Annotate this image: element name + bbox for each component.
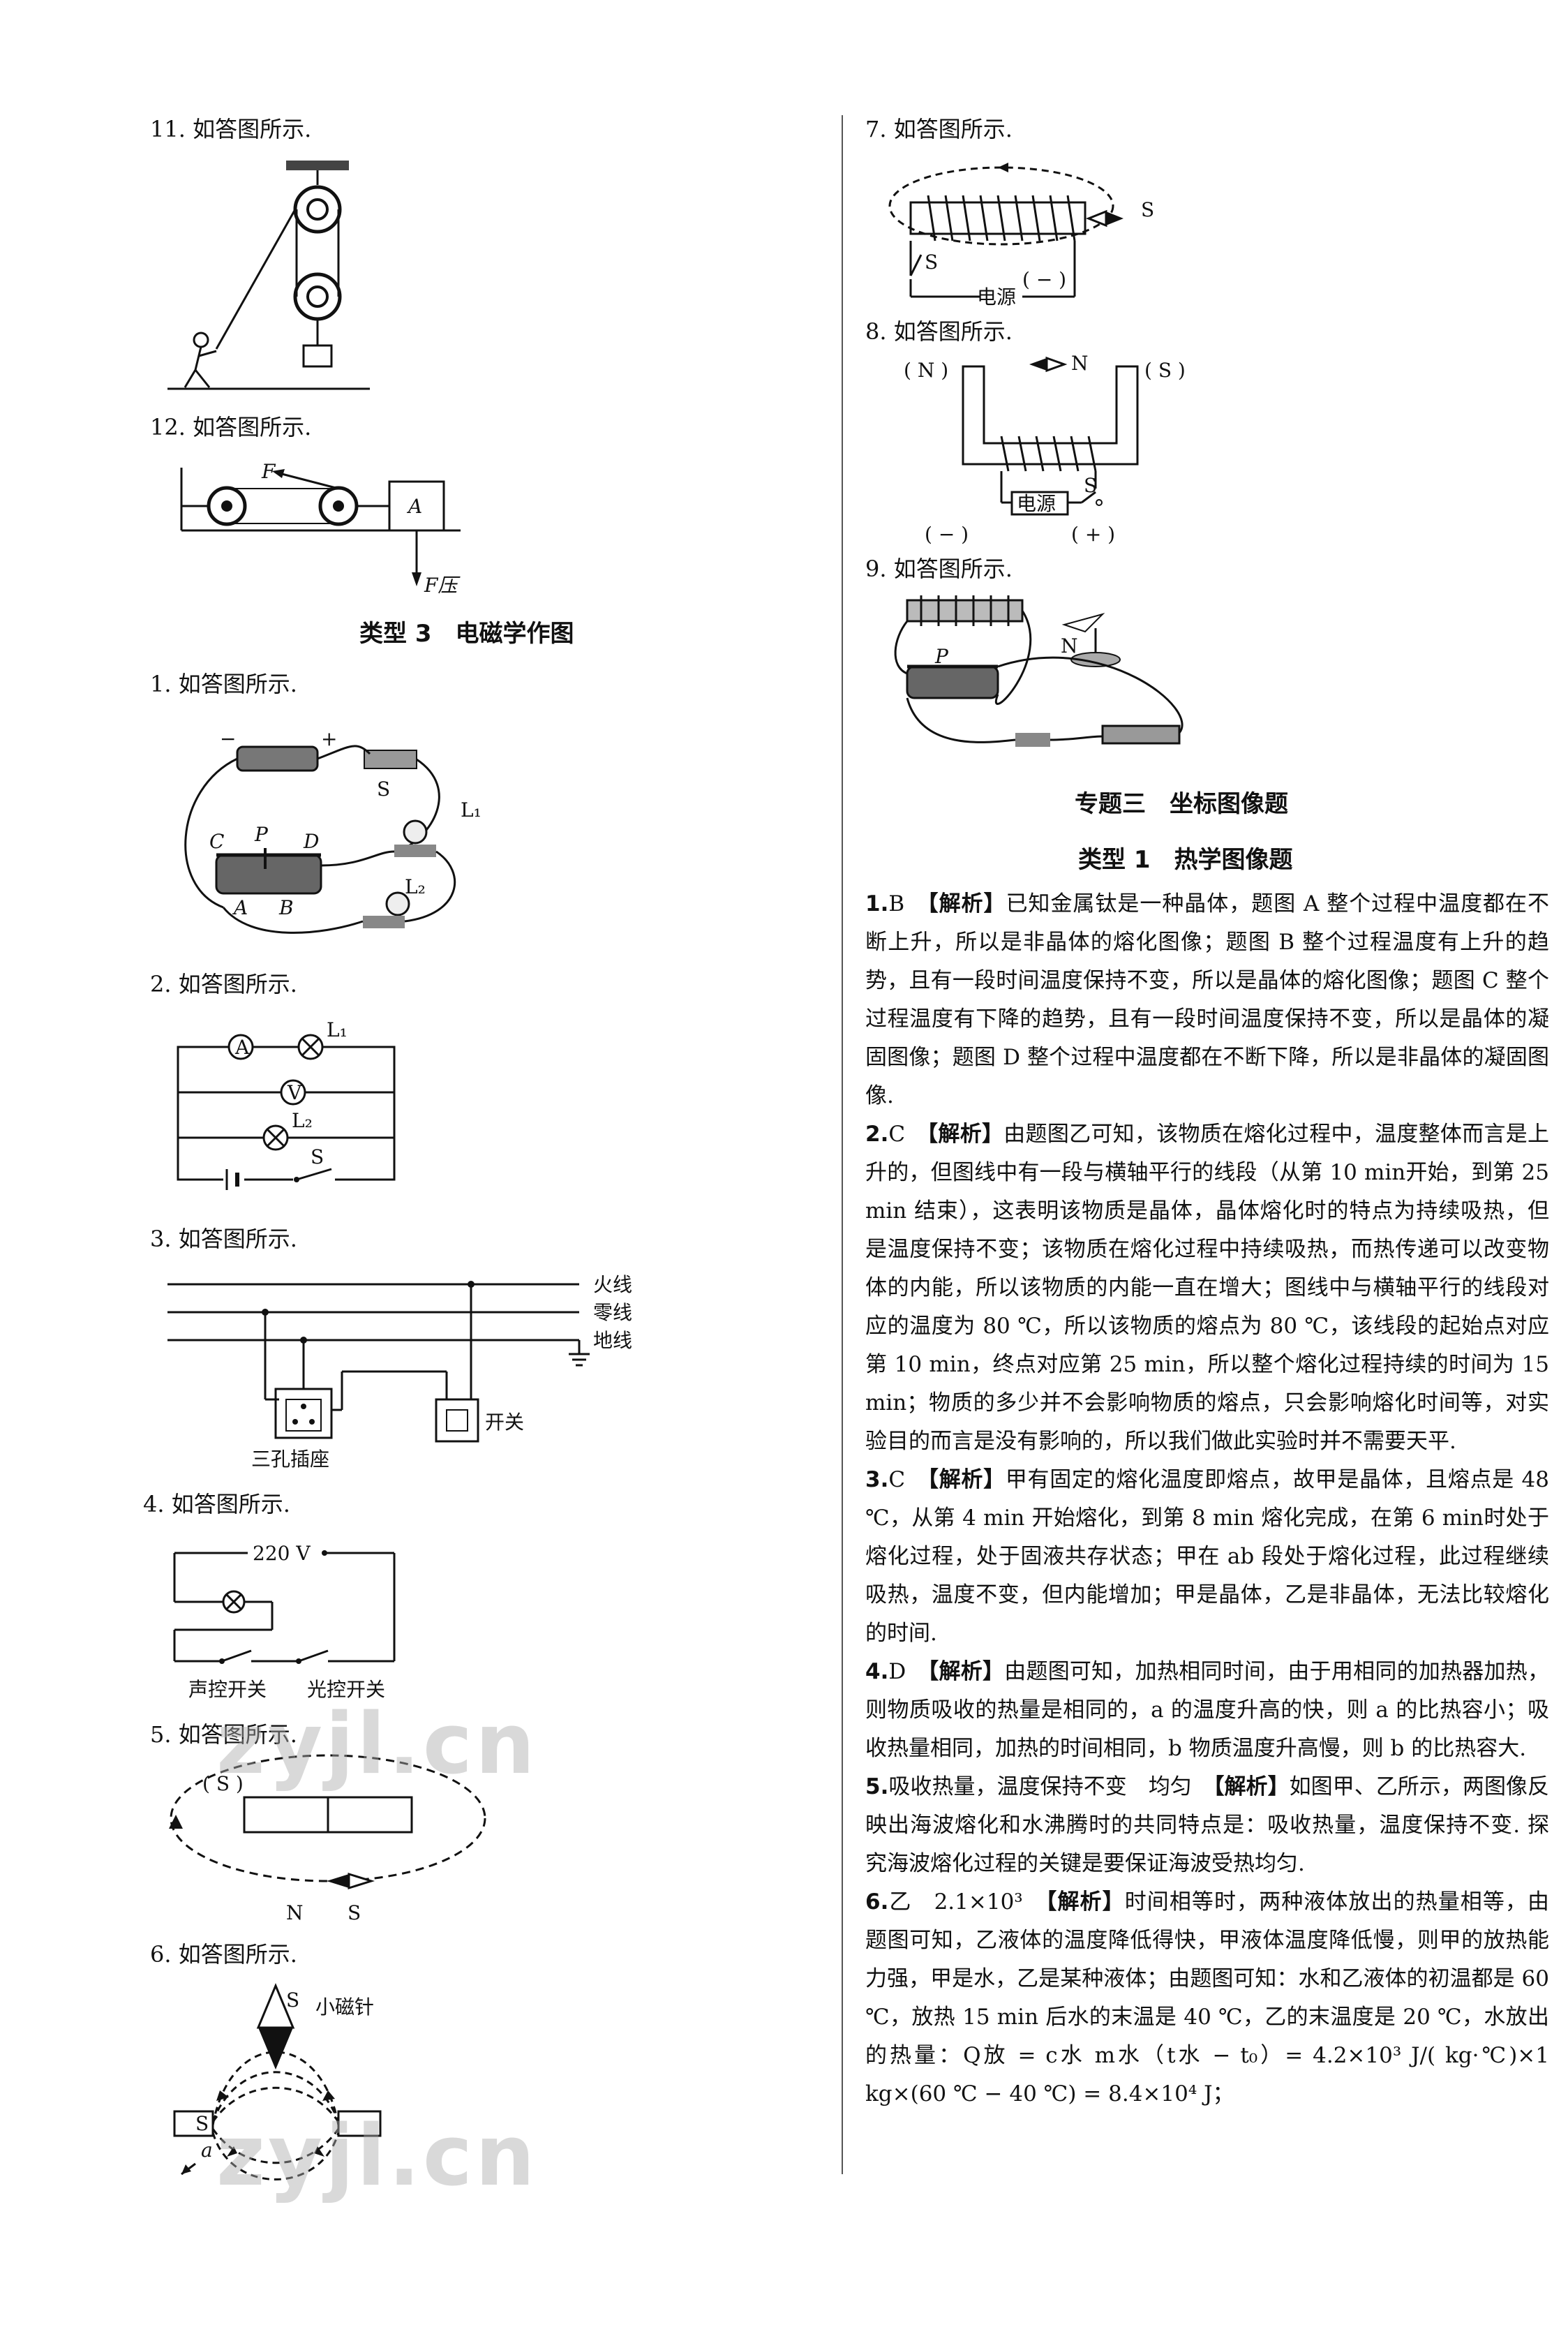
q6-s-left: S [195, 2112, 209, 2135]
q2-voltmeter: V [287, 1081, 302, 1104]
topic3-heading: 专题三 坐标图像题 [1075, 790, 1288, 818]
q3-socket-label: 三孔插座 [251, 1448, 329, 1471]
answers-list: 1.B 【解析】已知金属钛是一种晶体，题图 A 整个过程中温度都在不断上升，所以… [865, 885, 1549, 2113]
q4-light-switch: 光控开关 [307, 1678, 385, 1701]
column-divider [842, 115, 843, 2174]
q11-label: 11. 如答图所示. [150, 116, 312, 142]
q12-fpress-label: F压 [424, 574, 461, 597]
q1-label: 1. 如答图所示. [150, 671, 297, 697]
q3-label: 3. 如答图所示. [150, 1226, 297, 1252]
q1-minus: − [220, 727, 236, 750]
watermark-1: zyjl.cn [216, 1696, 538, 1793]
answer-2: 2.C 【解析】由题图乙可知，该物质在熔化过程中，温度整体而言是上升的，但图线中… [865, 1122, 1550, 1454]
q9-electromagnet-figure: N P [893, 590, 1200, 771]
watermark-2: zyjl.cn [216, 2108, 538, 2205]
q2-l1: L₁ [327, 1018, 348, 1041]
q3-switch-label: 开关 [485, 1411, 524, 1434]
q8-s-paren: ( S ) [1144, 359, 1186, 382]
q5-magnet-figure: ( S ) N S [167, 1754, 488, 1926]
q5-s: S [348, 1901, 361, 1924]
q1-p-label: P [254, 823, 269, 846]
q8-power-label: 电源 [1017, 492, 1056, 515]
q7-s-right: S [1141, 198, 1154, 221]
q3-ground-wire: 地线 [593, 1329, 632, 1352]
answer-1: 1.B 【解析】已知金属钛是一种晶体，题图 A 整个过程中温度都在不断上升，所以… [865, 891, 1550, 1108]
q8-u-magnet-figure: ( N ) N ( S ) 电源 S ( − ) ( + ) [897, 352, 1197, 555]
q8-n: N [1071, 352, 1089, 375]
q7-power-label: 电源 [977, 285, 1016, 309]
q12-label: 12. 如答图所示. [150, 414, 312, 440]
q6-a: a [201, 2139, 213, 2162]
q6-needle-label: 小磁针 [315, 1996, 374, 2019]
q7-s-switch: S [925, 251, 938, 274]
type1-heading: 类型 1 热学图像题 [1078, 846, 1293, 874]
q8-plus: ( + ) [1071, 523, 1115, 546]
q11-pulley-figure [160, 157, 384, 394]
q7-solenoid-figure: S S 电源 ( − ) [883, 157, 1176, 318]
q8-minus: ( − ) [925, 523, 969, 546]
q1-b-label: B [278, 896, 294, 919]
q12-a-label: A [406, 495, 422, 518]
q7-label: 7. 如答图所示. [865, 116, 1013, 142]
q4-label: 4. 如答图所示. [143, 1491, 290, 1517]
q5-n: N [286, 1901, 304, 1924]
q1-plus: + [321, 727, 337, 750]
q1-c-label: C [209, 830, 224, 853]
q9-label: 9. 如答图所示. [865, 556, 1013, 582]
q2-s: S [311, 1145, 324, 1168]
q4-circuit-figure: 220 V 声控开关 光控开关 [167, 1532, 433, 1707]
q4-voltage: 220 V [253, 1542, 311, 1565]
answer-5: 5.吸收热量，温度保持不变 均匀 【解析】如图甲、乙所示，两图像反映出海波熔化和… [865, 1774, 1550, 1876]
q3-live-wire: 火线 [593, 1273, 632, 1296]
q6-label: 6. 如答图所示. [150, 1941, 297, 1968]
q8-n-paren: ( N ) [904, 359, 948, 382]
q1-circuit-figure: − + S L₁ C P D A B L₂ [167, 712, 488, 949]
q1-a-label: A [232, 896, 248, 919]
q12-f-label: F [261, 460, 276, 483]
q2-l2: L₂ [292, 1109, 313, 1132]
q6-field-lines-figure: S 小磁针 S a [167, 1983, 419, 2188]
q9-p: P [934, 645, 949, 668]
q6-s-top: S [286, 1989, 299, 2012]
q2-label: 2. 如答图所示. [150, 971, 297, 997]
q8-s: S [1084, 474, 1097, 497]
q3-neutral-wire: 零线 [593, 1301, 632, 1324]
q9-n: N [1061, 634, 1078, 657]
q2-circuit-figure: A V L₁ L₂ S [167, 1016, 405, 1197]
q5-label: 5. 如答图所示. [150, 1721, 297, 1748]
q5-s-paren: ( S ) [202, 1772, 244, 1795]
q1-l2-label: L₂ [405, 875, 426, 898]
q12-pulley-figure: F A F压 [167, 454, 468, 597]
q8-label: 8. 如答图所示. [865, 318, 1013, 345]
q2-ammeter: A [234, 1036, 250, 1059]
answer-3: 3.C 【解析】甲有固定的熔化温度即熔点，故甲是晶体，且熔点是 48 ℃，从第 … [865, 1467, 1549, 1646]
q3-household-circuit-figure: 火线 零线 地线 三孔插座 开关 [167, 1267, 656, 1476]
q4-sound-switch: 声控开关 [188, 1678, 267, 1701]
q1-s-label: S [377, 778, 390, 801]
answer-6: 6.乙 2.1×10³ 【解析】时间相等时，两种液体放出的热量相等，由题图可知，… [865, 1889, 1550, 2106]
q7-minus: ( − ) [1022, 268, 1066, 291]
q1-d-label: D [303, 830, 319, 853]
q1-l1-label: L₁ [461, 798, 481, 822]
type3-heading: 类型 3 电磁学作图 [359, 620, 574, 648]
answer-4: 4.D 【解析】由题图可知，加热相同时间，由于用相同的加热器加热，则物质吸收的热… [865, 1659, 1550, 1761]
